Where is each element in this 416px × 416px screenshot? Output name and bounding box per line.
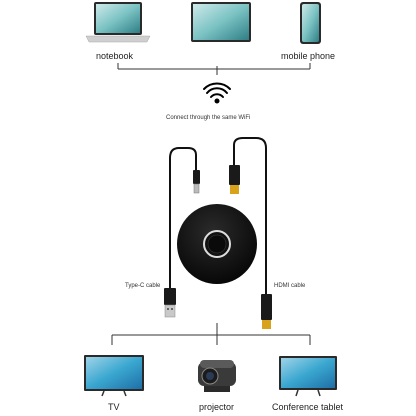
tv-label: TV	[108, 402, 120, 412]
conference-tablet-icon	[279, 356, 337, 397]
usb-a-connector	[164, 288, 176, 318]
notebook-icon	[85, 2, 151, 43]
mobile-phone-icon	[300, 2, 321, 44]
conference-tablet-label: Conference tablet	[272, 402, 344, 412]
typec-cable	[169, 147, 197, 290]
monitor-icon	[191, 2, 251, 42]
mobile-phone-label: mobile phone	[281, 51, 336, 61]
wifi-caption: Connect through the same WiFi	[166, 115, 251, 121]
wifi-signal-icon	[203, 82, 231, 104]
wireless-display-receiver	[177, 204, 257, 284]
source-connector-lines	[117, 63, 311, 75]
projector-label: projector	[199, 402, 235, 412]
typec-connector-top	[193, 170, 200, 194]
output-connector-lines	[111, 323, 311, 345]
typec-cable-label: Type-C cable	[125, 283, 161, 289]
hdmi-connector-top	[229, 165, 240, 194]
hdmi-cable	[233, 137, 267, 296]
hdmi-cable-label: HDMI cable	[274, 283, 306, 289]
tv-icon	[84, 355, 144, 397]
projector-icon	[198, 360, 236, 392]
notebook-label: notebook	[96, 51, 134, 61]
hdmi-connector-bottom	[261, 294, 272, 329]
